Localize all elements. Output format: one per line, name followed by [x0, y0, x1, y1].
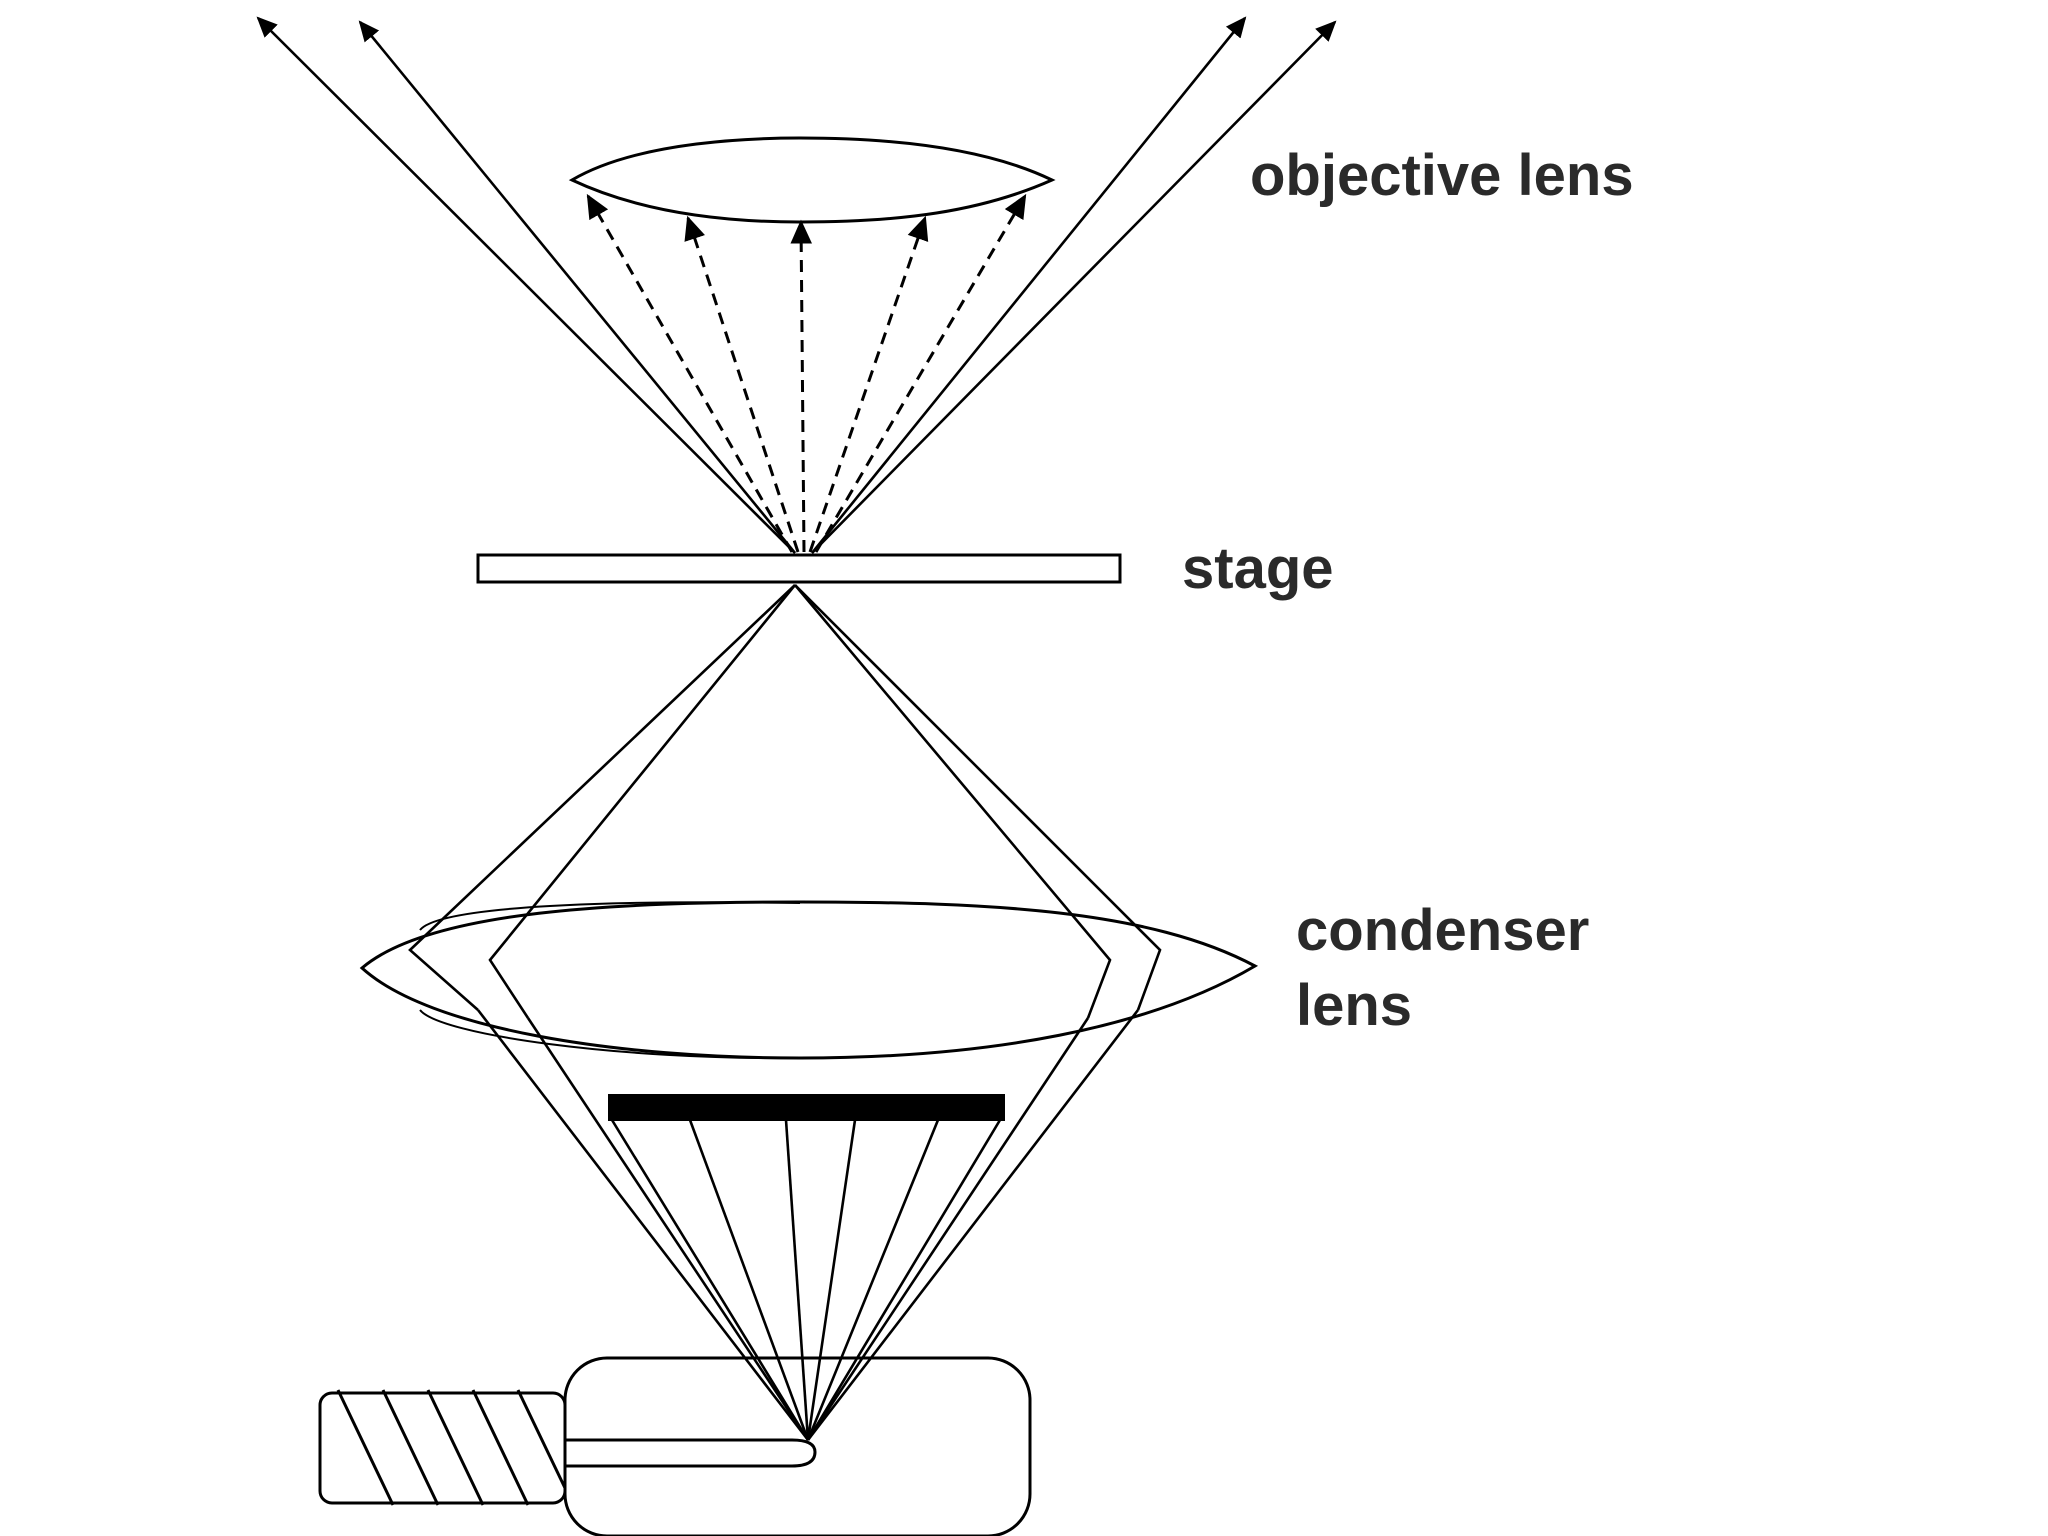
stage-plate [476, 553, 1122, 584]
undiffracted-rays [256, 16, 1337, 554]
objective-lens-label: objective lens [1250, 143, 1634, 208]
bulb-thread [336, 1389, 567, 1506]
scattered-rays [586, 193, 1027, 553]
stage-label: stage [1182, 536, 1334, 601]
condenser-lens-label-line2: lens [1296, 973, 1412, 1038]
bulb-filament-stem [565, 1438, 817, 1468]
condenser-lens-label-line1: condenser [1296, 898, 1589, 963]
light-source-icon [318, 1356, 1032, 1536]
illumination-rays [476, 1009, 1140, 1441]
darkfield-stop [608, 1094, 1005, 1121]
condenser-lens [359, 900, 1259, 1060]
objective-lens [568, 136, 1056, 224]
bulb-glass [563, 1356, 1032, 1536]
condensed-rays [408, 584, 1162, 1019]
